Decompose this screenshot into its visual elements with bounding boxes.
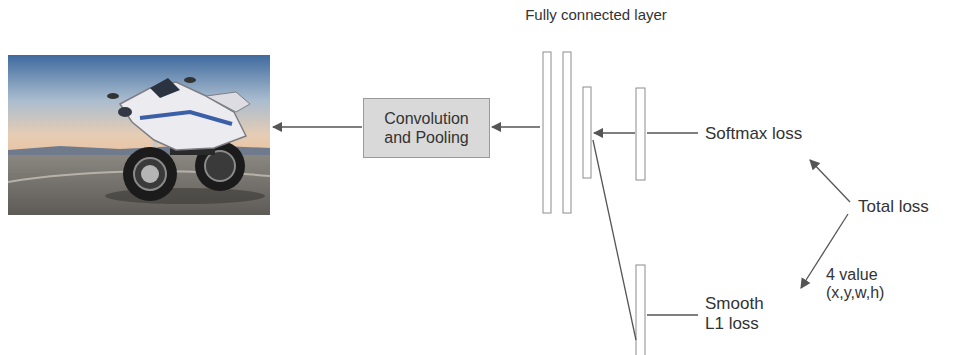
motorcycle-photo	[8, 55, 270, 215]
bike-fairing	[120, 82, 246, 150]
bike-stripe	[140, 112, 232, 124]
fc-layer-bar	[583, 87, 591, 178]
photo-sky	[8, 55, 270, 155]
brake-disc	[141, 165, 159, 183]
flow-line	[647, 132, 698, 133]
layer-title: Fully connected layer	[525, 6, 667, 23]
flow-line	[647, 314, 698, 315]
loss-label: Smooth L1 loss	[705, 294, 771, 333]
box-text: Convolution and Pooling	[376, 109, 477, 147]
flow-arrow	[594, 132, 635, 133]
bike-seat	[206, 92, 250, 112]
loss-label: Total loss	[858, 197, 929, 217]
loss-arrow	[810, 160, 850, 202]
bike-mirror	[184, 77, 196, 83]
bike-mirror	[107, 93, 119, 99]
bbox-output-bar	[636, 265, 645, 355]
bike-windscreen	[150, 78, 180, 98]
fc-layer-bar	[563, 52, 571, 213]
bike-headlight	[118, 107, 132, 117]
front-wheel	[123, 147, 177, 201]
front-rim	[134, 158, 166, 190]
process-box: Convolution and Pooling	[363, 98, 490, 158]
flow-line	[593, 140, 636, 340]
rear-rim	[205, 151, 235, 181]
fc-layer-bar	[543, 52, 551, 213]
flow-arrow	[492, 126, 540, 127]
loss-label: Softmax loss	[705, 124, 802, 144]
output-note: 4 value (x,y,w,h)	[826, 266, 906, 303]
flow-arrow	[273, 126, 362, 127]
cls-output-bar	[636, 88, 645, 180]
